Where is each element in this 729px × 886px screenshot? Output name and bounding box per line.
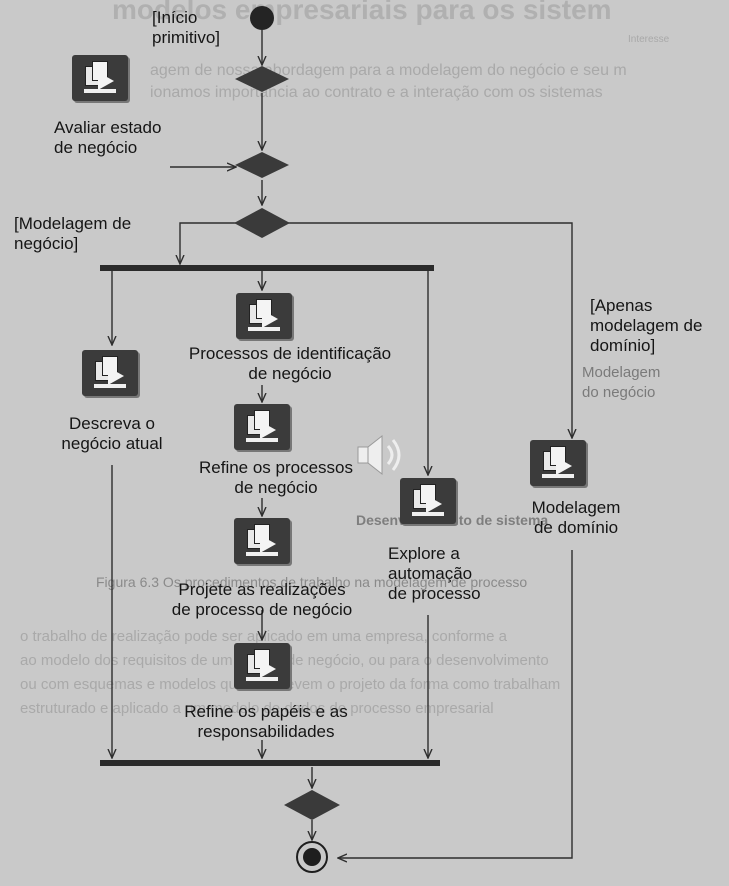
background-caption: Modelagem — [582, 364, 661, 381]
label-modelagem-dominio: Modelagem de domínio — [531, 498, 621, 537]
decision-diamond — [235, 66, 289, 92]
fork-bar — [100, 265, 434, 271]
activity-document-icon — [400, 478, 456, 524]
activity-document-icon — [530, 440, 586, 486]
end-node-core — [303, 848, 321, 866]
activity-document-icon — [234, 643, 290, 689]
background-body-line: estruturado e aplicado a um modelo de da… — [20, 700, 494, 717]
label-projete-realizacoes: Projete as realizações de processo de ne… — [171, 580, 353, 619]
merge-diamond — [235, 152, 289, 178]
start-node — [250, 6, 274, 30]
merge-diamond — [284, 790, 340, 820]
decision-diamond — [234, 208, 290, 238]
background-heading: modelos empresariais para os sistem — [112, 0, 612, 25]
flow-arrow — [180, 222, 238, 264]
label-descreva-negocio: Descreva o negócio atual — [61, 414, 163, 453]
label-refine-papeis: Refine os papéis e as responsabilidades — [184, 702, 348, 741]
speaker-audio-icon[interactable] — [352, 430, 412, 480]
background-figure-caption: Figura 6.3 Os procedimentos de trabalho … — [96, 574, 528, 590]
join-bar — [100, 760, 440, 766]
end-node — [296, 841, 328, 873]
label-apenas-dominio-guard: [Apenas modelagem de domínio] — [590, 296, 703, 355]
activity-document-icon — [234, 404, 290, 450]
label-modelagem-negocio-guard: [Modelagem de negócio] — [14, 214, 132, 253]
background-body-line: ou com esquemas e modelos que descrevem … — [20, 676, 561, 693]
activity-document-icon — [72, 55, 128, 101]
label-avaliar-estado: Avaliar estado de negócio — [54, 118, 162, 157]
label-inicio-primitivo: [Início primitivo] — [152, 8, 221, 47]
activity-document-icon — [82, 350, 138, 396]
label-processos-identificacao: Processos de identificação de negócio — [188, 344, 392, 383]
background-caption: do negócio — [582, 384, 656, 401]
activity-document-icon — [236, 293, 292, 339]
background-small-text: Interesse — [628, 34, 670, 45]
label-explore-automacao: Explore a automação de processo — [388, 544, 481, 603]
activity-document-icon — [234, 518, 290, 564]
flow-arrow — [288, 222, 572, 438]
label-refine-processos: Refine os processos de negócio — [198, 458, 354, 497]
flow-arrow — [338, 550, 573, 858]
